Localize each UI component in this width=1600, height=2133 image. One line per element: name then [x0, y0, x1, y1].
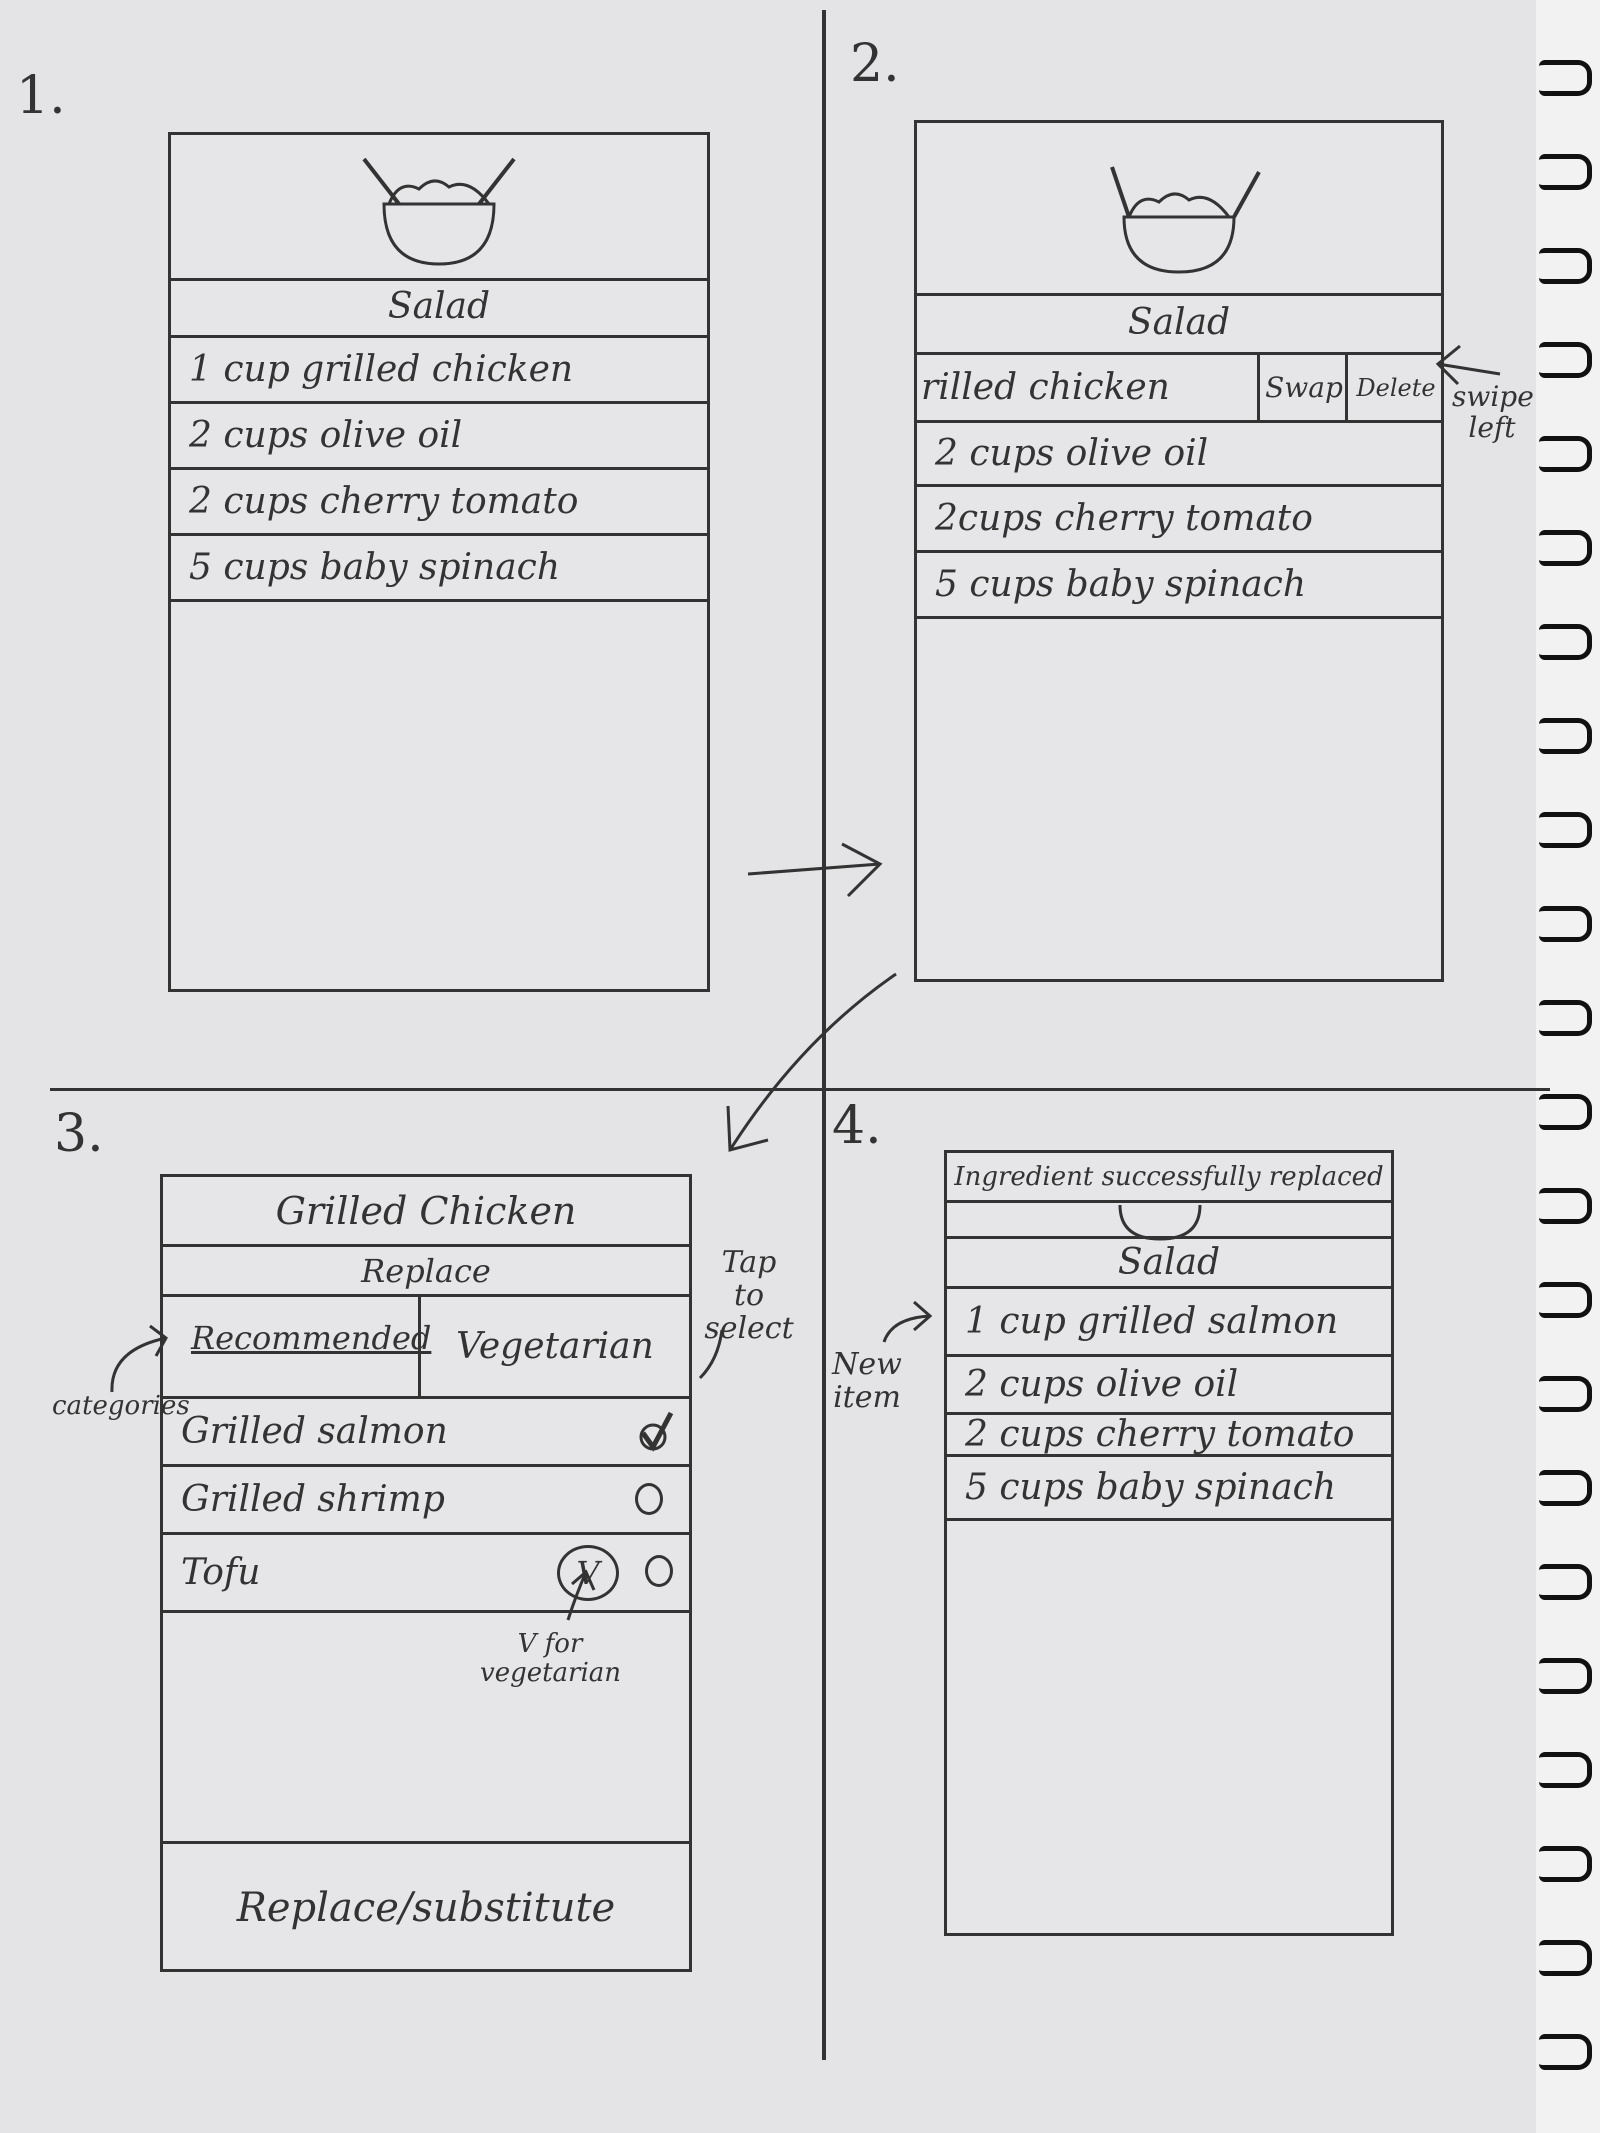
ingredient-row[interactable]: 1 cup grilled chicken: [171, 338, 707, 404]
binding-coil: [1539, 812, 1592, 848]
option-label: Grilled shrimp: [181, 1479, 445, 1520]
swiped-item-label: rilled chicken: [921, 367, 1170, 408]
categories-arrow-icon: [110, 1324, 168, 1393]
delete-button[interactable]: Delete: [1345, 355, 1444, 420]
option-row[interactable]: Grilled salmon: [163, 1399, 689, 1467]
binding-coil: [1539, 248, 1592, 284]
checkmark-icon: [639, 1411, 674, 1452]
binding-coil: [1539, 436, 1592, 472]
recipe-title: Salad: [171, 278, 707, 338]
panel-4-number: 4.: [832, 1096, 882, 1156]
panel-2-number: 2.: [850, 34, 900, 94]
panel-3-number: 3.: [54, 1104, 104, 1164]
recipe-header: [917, 123, 1441, 296]
tap-arrow-icon: [698, 1329, 724, 1380]
panel-4-phone: Ingredient successfully replaced Salad 1…: [944, 1150, 1394, 1936]
veg-annotation: V for vegetarian: [480, 1629, 622, 1688]
new-item-annotation: New item: [832, 1347, 902, 1415]
ingredient-row[interactable]: 5 cups baby spinach: [171, 536, 707, 602]
binding-coil: [1539, 1000, 1592, 1036]
swipe-left-annotation: swipe left: [1452, 380, 1534, 444]
recipe-title: Salad: [947, 1239, 1391, 1289]
binding-coil: [1539, 1658, 1592, 1694]
panel-1-number: 1.: [16, 66, 66, 126]
binding-coil: [1539, 1752, 1592, 1788]
salad-bowl-icon: [1110, 166, 1261, 274]
recipe-title: Salad: [917, 293, 1441, 355]
tab-vegetarian[interactable]: Vegetarian: [418, 1297, 689, 1396]
binding-coil: [1539, 1846, 1592, 1882]
option-row[interactable]: Grilled shrimp: [163, 1467, 689, 1535]
binding-coil: [1539, 906, 1592, 942]
ingredient-row[interactable]: 2 cups cherry tomato: [171, 470, 707, 536]
tab-recommended[interactable]: Recommended: [191, 1319, 432, 1357]
binding-coil: [1539, 624, 1592, 660]
binding-coil: [1539, 530, 1592, 566]
binding-coil: [1539, 2034, 1592, 2070]
recipe-header: [171, 135, 707, 281]
veg-arrow-icon: [566, 1569, 596, 1621]
replace-substitute-button[interactable]: Replace/substitute: [163, 1841, 689, 1972]
radio-icon[interactable]: [645, 1555, 673, 1587]
binding-coil: [1539, 1564, 1592, 1600]
ingredient-row[interactable]: 2cups cherry tomato: [917, 487, 1441, 553]
binding-coil: [1539, 60, 1592, 96]
new-item-arrow-icon: [882, 1300, 933, 1343]
spiral-binding: [1536, 0, 1600, 2133]
binding-coil: [1539, 718, 1592, 754]
swiped-ingredient-row[interactable]: rilled chicken Swap Delete: [917, 355, 1441, 423]
swipe-arrow-icon: [1435, 344, 1501, 386]
binding-coil: [1539, 342, 1592, 378]
ingredient-row[interactable]: 5 cups baby spinach: [917, 553, 1441, 619]
arrow-2-to-3-icon: [726, 972, 897, 1152]
binding-coil: [1539, 1940, 1592, 1976]
option-label: Tofu: [181, 1552, 261, 1593]
arrow-1-to-2-icon: [747, 842, 883, 898]
success-banner: Ingredient successfully replaced: [947, 1153, 1391, 1203]
panel-2-phone: Salad rilled chicken Swap Delete 2 cups …: [914, 120, 1444, 982]
categories-annotation: categories: [52, 1391, 190, 1421]
option-label: Grilled salmon: [181, 1411, 448, 1452]
binding-coil: [1539, 1188, 1592, 1224]
binding-coil: [1539, 1376, 1592, 1412]
binding-coil: [1539, 1282, 1592, 1318]
salad-bowl-icon: [362, 157, 516, 266]
ingredient-row[interactable]: 2 cups olive oil: [917, 423, 1441, 487]
swap-button[interactable]: Swap: [1257, 355, 1348, 420]
panel-1-phone: Salad 1 cup grilled chicken 2 cups olive…: [168, 132, 710, 992]
header-divider: [947, 1203, 1391, 1239]
ingredient-row[interactable]: 2 cups olive oil: [171, 404, 707, 470]
ingredient-row[interactable]: 5 cups baby spinach: [947, 1457, 1391, 1521]
replace-screen-subtitle: Replace: [163, 1247, 689, 1297]
horizontal-divider: [50, 1088, 1550, 1091]
binding-coil: [1539, 1470, 1592, 1506]
ingredient-row[interactable]: 2 cups olive oil: [947, 1357, 1391, 1415]
radio-icon[interactable]: [635, 1483, 663, 1515]
category-tabs: Recommended Vegetarian: [163, 1297, 689, 1399]
binding-coil: [1539, 1094, 1592, 1130]
panel-3-phone: Grilled Chicken Replace Recommended Vege…: [160, 1174, 692, 1972]
ingredient-row[interactable]: 2 cups cherry tomato: [947, 1414, 1391, 1457]
tap-to-select-annotation: Tap to select: [704, 1245, 794, 1346]
replace-screen-title: Grilled Chicken: [163, 1177, 689, 1247]
bowl-peek-icon: [1118, 1204, 1202, 1241]
ingredient-row-new[interactable]: 1 cup grilled salmon: [947, 1289, 1391, 1357]
binding-coil: [1539, 154, 1592, 190]
